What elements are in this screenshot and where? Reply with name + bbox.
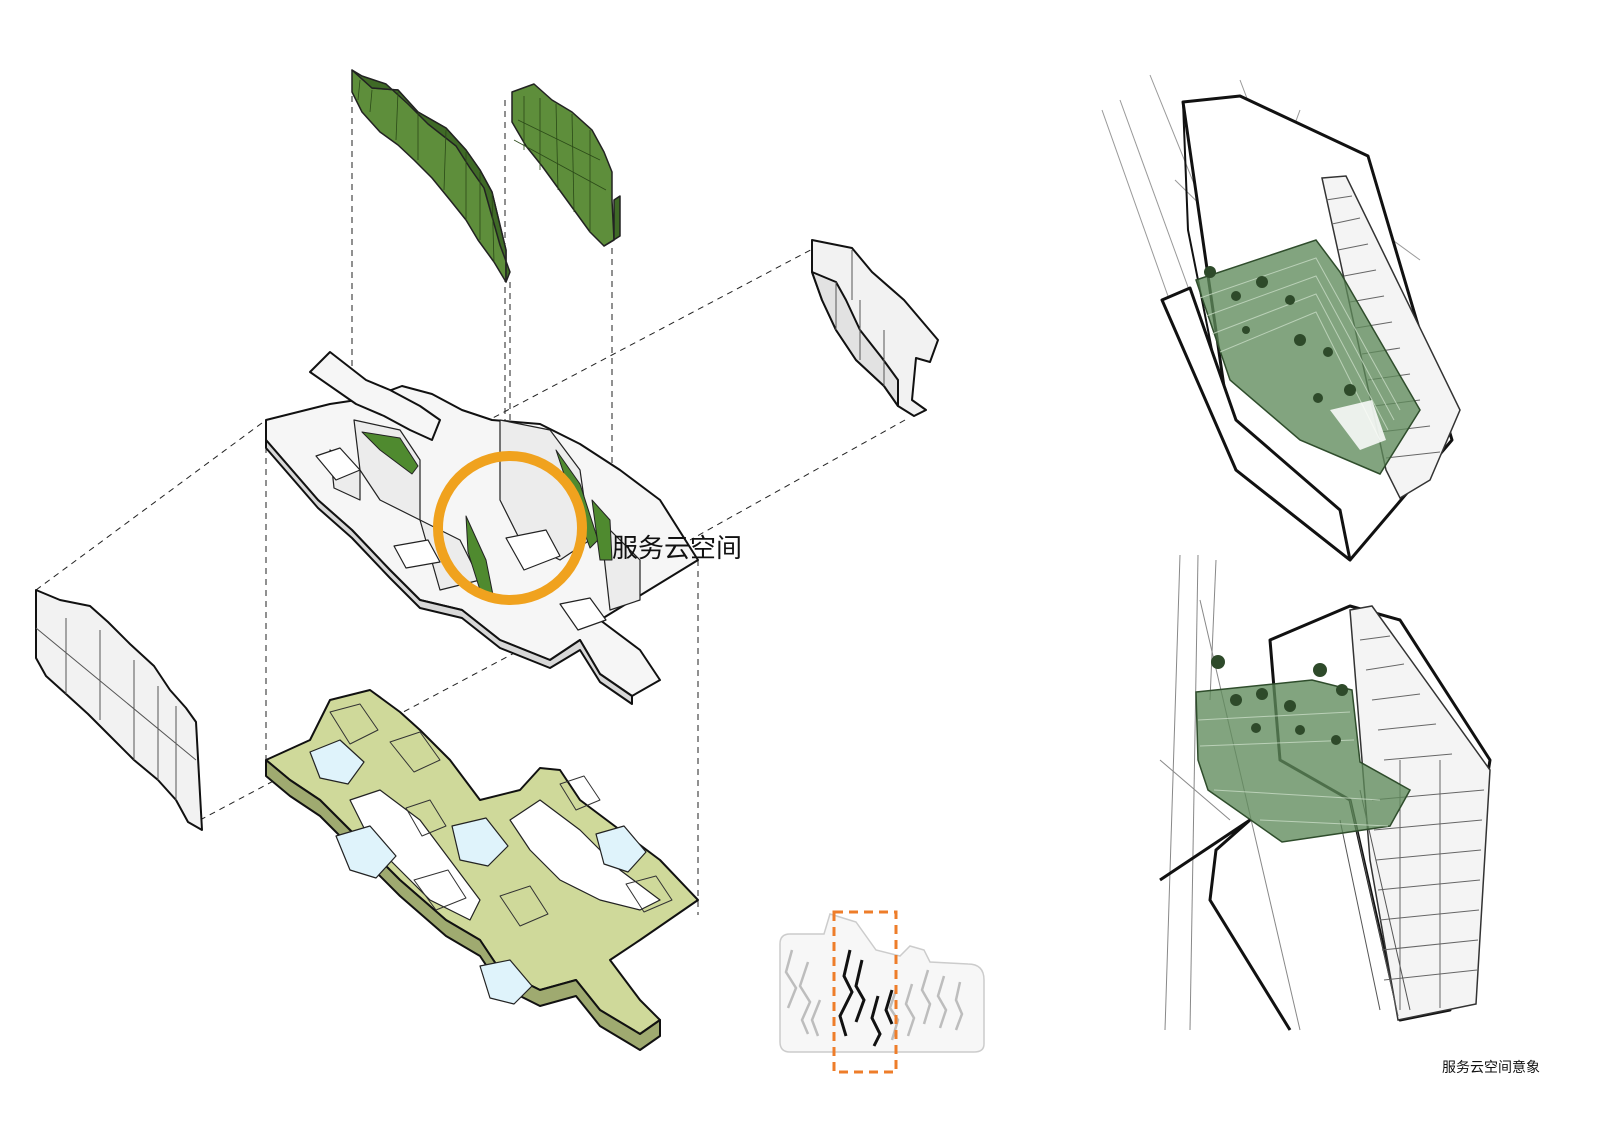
green-roof-strip-1 — [351, 69, 511, 283]
perspective-render-bottom — [1159, 554, 1492, 1031]
service-cloud-highlight-circle — [433, 451, 587, 605]
green-roof-strip-2 — [511, 83, 621, 247]
right-side-wall — [811, 239, 939, 417]
site-highlight-dashed-box — [832, 910, 898, 1074]
perspective-render-top — [1101, 74, 1461, 562]
green-glass-volume-bottom — [1195, 679, 1412, 843]
site-plan-thumbnail — [779, 910, 985, 1074]
service-cloud-space-imagery-caption: 服务云空间意象 — [1442, 1060, 1540, 1076]
floor-plan-plate — [265, 689, 699, 1051]
left-side-wall — [35, 589, 203, 831]
service-cloud-space-label: 服务云空间 — [612, 534, 743, 564]
projection-lines — [35, 85, 906, 915]
assembled-floor — [265, 351, 699, 705]
